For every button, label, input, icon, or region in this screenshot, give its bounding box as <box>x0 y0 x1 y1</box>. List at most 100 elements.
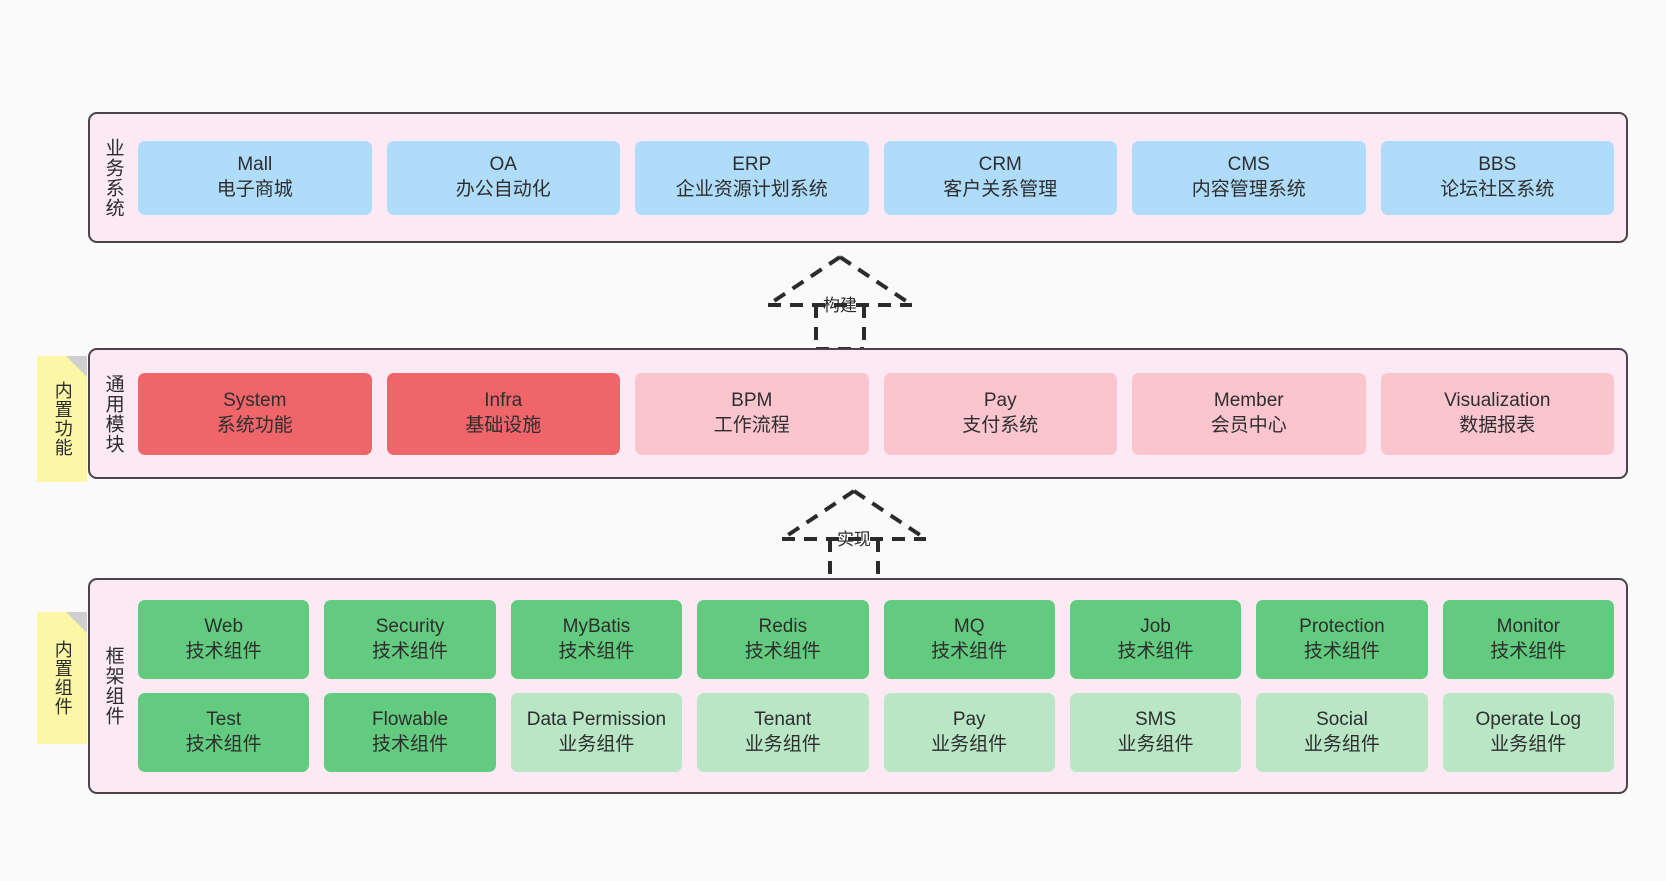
card-subtitle: 技术组件 <box>372 640 449 662</box>
card-subtitle: 技术组件 <box>185 640 262 662</box>
card-title: SMS <box>1134 709 1177 731</box>
component-card-job[interactable]: Job 技术组件 <box>1069 600 1242 679</box>
card-subtitle: 业务组件 <box>931 733 1008 755</box>
card-subtitle: 支付系统 <box>962 414 1039 436</box>
card-title: Pay <box>952 709 986 731</box>
module-card-erp[interactable]: ERP 企业资源计划系统 <box>635 140 869 215</box>
module-card-infra[interactable]: Infra 基础设施 <box>386 372 620 455</box>
layer-framework-components: 框架组件 Web 技术组件 Security 技术组件 MyBatis 技术组件… <box>88 578 1628 794</box>
business-row: Mall 电子商城 OA 办公自动化 ERP 企业资源计划系统 CRM 客户关系… <box>138 140 1614 215</box>
note-builtin-functions: 内置功能 <box>37 356 87 482</box>
module-card-crm[interactable]: CRM 客户关系管理 <box>883 140 1117 215</box>
arrowhead-left-edge <box>766 255 842 307</box>
arrowhead-right-edge <box>838 255 914 307</box>
module-card-oa[interactable]: OA 办公自动化 <box>386 140 620 215</box>
card-subtitle: 技术组件 <box>1303 640 1380 662</box>
layer-framework-title: 框架组件 <box>102 646 124 726</box>
card-title: OA <box>489 154 517 176</box>
card-title: System <box>223 390 287 412</box>
card-subtitle: 业务组件 <box>1490 733 1567 755</box>
card-subtitle: 基础设施 <box>465 414 542 436</box>
card-subtitle: 技术组件 <box>558 640 635 662</box>
card-title: Infra <box>484 390 523 412</box>
framework-business-row: Test 技术组件 Flowable 技术组件 Data Permission … <box>138 693 1614 772</box>
connector-build: 构建 <box>760 253 920 351</box>
component-card-flowable[interactable]: Flowable 技术组件 <box>324 693 496 772</box>
card-title: Operate Log <box>1475 709 1582 731</box>
card-subtitle: 业务组件 <box>744 733 821 755</box>
card-subtitle: 企业资源计划系统 <box>675 178 828 200</box>
layer-common-modules: 通用模块 System 系统功能 Infra 基础设施 BPM 工作流程 Pay… <box>88 348 1628 479</box>
card-subtitle: 系统功能 <box>216 414 293 436</box>
component-card-mybatis[interactable]: MyBatis 技术组件 <box>510 600 683 679</box>
framework-tech-row: Web 技术组件 Security 技术组件 MyBatis 技术组件 Redi… <box>138 600 1614 679</box>
card-subtitle: 电子商城 <box>216 178 293 200</box>
card-title: CMS <box>1227 154 1270 176</box>
card-title: Member <box>1213 390 1284 412</box>
card-title: Web <box>204 616 244 638</box>
note-builtin-components: 内置组件 <box>37 612 87 744</box>
card-subtitle: 论坛社区系统 <box>1440 178 1555 200</box>
card-title: Flowable <box>372 709 449 731</box>
card-title: Protection <box>1299 616 1385 638</box>
card-subtitle: 办公自动化 <box>455 178 551 200</box>
module-card-cms[interactable]: CMS 内容管理系统 <box>1132 140 1366 215</box>
connector-realize-label: 实现 <box>837 530 871 549</box>
component-card-pay[interactable]: Pay 业务组件 <box>883 693 1055 772</box>
component-card-test[interactable]: Test 技术组件 <box>138 693 310 772</box>
card-title: Tenant <box>754 709 812 731</box>
layer-business-body: Mall 电子商城 OA 办公自动化 ERP 企业资源计划系统 CRM 客户关系… <box>136 114 1626 241</box>
card-subtitle: 内容管理系统 <box>1191 178 1306 200</box>
card-title: MyBatis <box>562 616 631 638</box>
modules-row: System 系统功能 Infra 基础设施 BPM 工作流程 Pay 支付系统… <box>138 372 1614 455</box>
card-title: CRM <box>978 154 1022 176</box>
card-title: Job <box>1140 616 1171 638</box>
component-card-data-permission[interactable]: Data Permission 业务组件 <box>510 693 683 772</box>
module-card-bpm[interactable]: BPM 工作流程 <box>635 372 869 455</box>
arrowhead-right-edge <box>852 489 928 541</box>
card-title: ERP <box>732 154 772 176</box>
module-card-pay[interactable]: Pay 支付系统 <box>883 372 1117 455</box>
module-card-mall[interactable]: Mall 电子商城 <box>138 140 372 215</box>
card-title: MQ <box>953 616 985 638</box>
layer-modules-title: 通用模块 <box>102 373 124 454</box>
note-label: 内置组件 <box>52 640 73 716</box>
card-subtitle: 业务组件 <box>1303 733 1380 755</box>
card-subtitle: 业务组件 <box>1117 733 1194 755</box>
module-card-member[interactable]: Member 会员中心 <box>1132 372 1366 455</box>
layer-modules-body: System 系统功能 Infra 基础设施 BPM 工作流程 Pay 支付系统… <box>136 350 1626 477</box>
connector-realize: 实现 <box>774 487 934 585</box>
component-card-redis[interactable]: Redis 技术组件 <box>697 600 869 679</box>
card-title: Security <box>375 616 445 638</box>
arrowhead-left-edge <box>780 489 856 541</box>
layer-business-systems: 业务系统 Mall 电子商城 OA 办公自动化 ERP 企业资源计划系统 CRM… <box>88 112 1628 243</box>
module-card-visualization[interactable]: Visualization 数据报表 <box>1380 372 1614 455</box>
component-card-mq[interactable]: MQ 技术组件 <box>883 600 1055 679</box>
component-card-security[interactable]: Security 技术组件 <box>324 600 496 679</box>
card-subtitle: 数据报表 <box>1459 414 1536 436</box>
module-card-bbs[interactable]: BBS 论坛社区系统 <box>1380 140 1614 215</box>
component-card-monitor[interactable]: Monitor 技术组件 <box>1442 600 1614 679</box>
card-subtitle: 技术组件 <box>931 640 1008 662</box>
card-title: BPM <box>731 390 773 412</box>
card-title: BBS <box>1478 154 1517 176</box>
component-card-web[interactable]: Web 技术组件 <box>138 600 310 679</box>
component-card-social[interactable]: Social 业务组件 <box>1256 693 1428 772</box>
component-card-sms[interactable]: SMS 业务组件 <box>1069 693 1242 772</box>
card-subtitle: 技术组件 <box>185 733 262 755</box>
card-title: Test <box>206 709 242 731</box>
connector-build-label: 构建 <box>823 296 857 315</box>
layer-business-title: 业务系统 <box>102 137 124 218</box>
note-label: 内置功能 <box>52 381 73 457</box>
card-subtitle: 技术组件 <box>1490 640 1567 662</box>
component-card-protection[interactable]: Protection 技术组件 <box>1256 600 1428 679</box>
card-title: Visualization <box>1444 390 1551 412</box>
module-card-system[interactable]: System 系统功能 <box>138 372 372 455</box>
card-subtitle: 客户关系管理 <box>943 178 1058 200</box>
component-card-tenant[interactable]: Tenant 业务组件 <box>697 693 869 772</box>
component-card-operate-log[interactable]: Operate Log 业务组件 <box>1442 693 1614 772</box>
card-title: Mall <box>237 154 273 176</box>
card-title: Social <box>1316 709 1368 731</box>
layer-framework-body: Web 技术组件 Security 技术组件 MyBatis 技术组件 Redi… <box>136 580 1626 792</box>
